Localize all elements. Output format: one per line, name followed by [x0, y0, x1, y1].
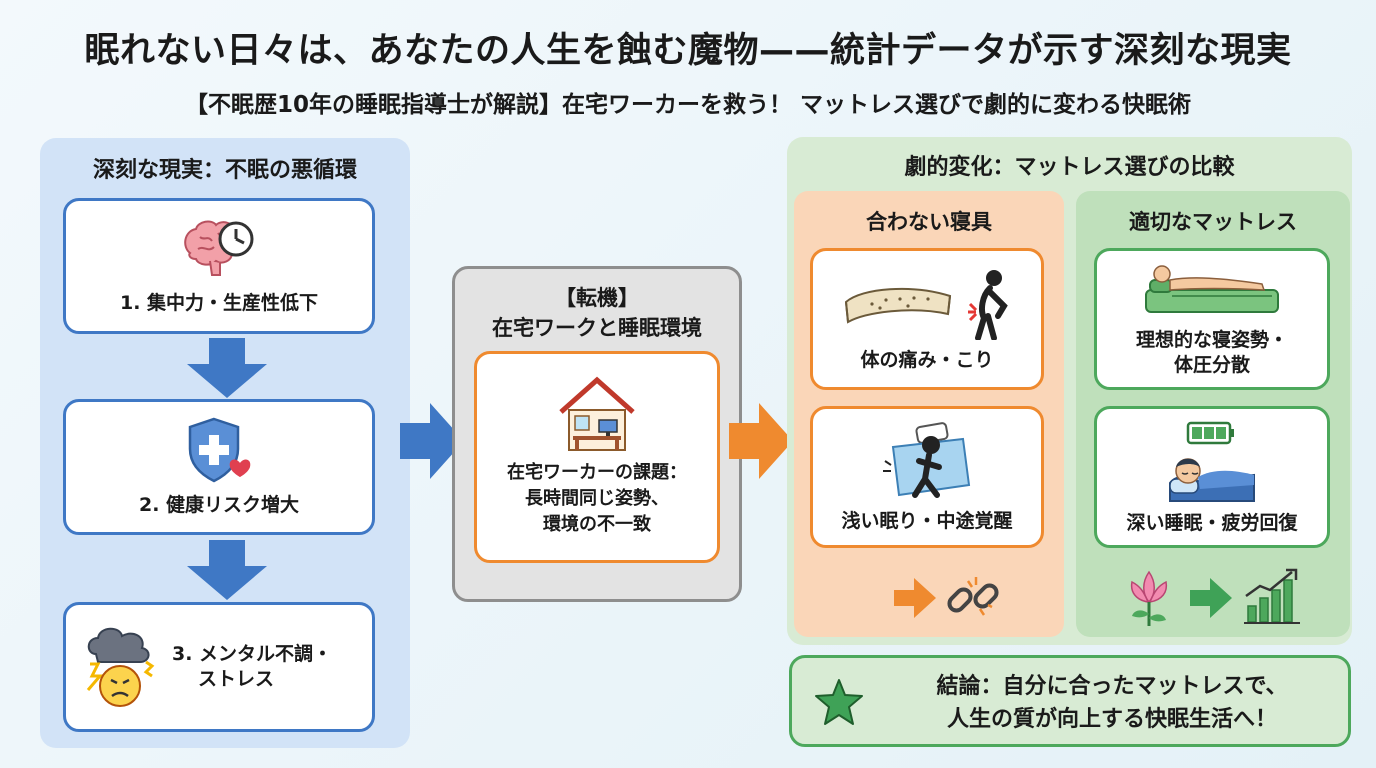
turning-point-title-line2: 在宅ワークと睡眠環境 — [492, 316, 702, 341]
good-item-1-label-line2: 体圧分散 — [1173, 354, 1250, 376]
unsuitable-bedding-title: 合わない寝具 — [866, 210, 992, 234]
good-item-1-label-line1: 理想的な寝姿勢・ — [1135, 329, 1288, 352]
arrow-right-icon — [1190, 578, 1232, 618]
restless-sleeper-icon — [879, 421, 975, 501]
good-item-1: 理想的な寝姿勢・ 体圧分散 — [1094, 248, 1330, 390]
person-on-mattress-icon — [1142, 260, 1282, 318]
step-3-label-line1: 3. メンタル不調・ — [172, 643, 333, 666]
down-arrow-icon — [185, 540, 269, 600]
remote-work-card: 在宅ワーカーの課題： 長時間同じ姿勢、 環境の不一致 — [474, 351, 720, 563]
bad-item-2-label: 浅い眠り・中途覚醒 — [841, 509, 1013, 532]
page-subtitle: 【不眠歴10年の睡眠指導士が解説】在宅ワーカーを救う！ マットレス選びで劇的に変… — [184, 92, 1191, 118]
page-title: 眠れない日々は、あなたの人生を蝕む魔物——統計データが示す深刻な現実 — [84, 31, 1292, 71]
house-desk-icon — [559, 376, 635, 454]
step-1-label: 1. 集中力・生産性低下 — [119, 291, 319, 314]
turning-point-title: 【転機】 在宅ワークと睡眠環境 — [455, 283, 739, 344]
step-2-label: 2. 健康リスク増大 — [138, 493, 300, 516]
vicious-cycle-title: 深刻な現実：不眠の悪循環 — [92, 158, 357, 183]
bad-item-1-label: 体の痛み・こり — [860, 348, 994, 371]
broken-chain-icon — [944, 569, 1002, 627]
shield-heart-icon — [184, 417, 254, 483]
suitable-mattress-title: 適切なマットレス — [1129, 210, 1297, 234]
good-item-1-label: 理想的な寝姿勢・ 体圧分散 — [1136, 328, 1288, 377]
remote-work-issues-line1: 在宅ワーカーの課題： — [507, 461, 687, 483]
bad-item-1: 体の痛み・こり — [810, 248, 1044, 390]
storm-cloud-face-icon — [82, 624, 158, 710]
arrow-right-icon — [400, 403, 464, 479]
remote-work-issues-line2: 長時間同じ姿勢、 — [525, 487, 669, 509]
battery-sleeper-icon — [1166, 419, 1258, 505]
brain-clock-icon — [180, 217, 258, 283]
step-card-2: 2. 健康リスク増大 — [63, 399, 375, 535]
arrow-right-icon — [729, 403, 793, 479]
remote-work-issues: 在宅ワーカーの課題： 長時間同じ姿勢、 環境の不一致 — [507, 460, 687, 538]
bad-item-2: 浅い眠り・中途覚醒 — [810, 406, 1044, 548]
step-card-3: 3. メンタル不調・ ストレス — [63, 602, 375, 732]
down-arrow-icon — [185, 338, 269, 398]
worn-mattress-back-pain-icon — [842, 266, 1012, 340]
conclusion-box: 結論：自分に合ったマットレスで、 人生の質が向上する快眠生活へ！ — [789, 655, 1351, 747]
lotus-icon — [1124, 568, 1174, 628]
step-3-label-line2: ストレス — [198, 668, 275, 690]
arrow-right-icon — [894, 578, 936, 618]
step-card-1: 1. 集中力・生産性低下 — [63, 198, 375, 334]
step-3-label: 3. メンタル不調・ ストレス — [172, 642, 332, 691]
conclusion-line1: 結論：自分に合ったマットレスで、 — [936, 674, 1288, 699]
star-icon — [814, 678, 864, 726]
growth-chart-icon — [1242, 566, 1302, 626]
comparison-title: 劇的変化：マットレス選びの比較 — [904, 155, 1235, 180]
good-item-2: 深い睡眠・疲労回復 — [1094, 406, 1330, 548]
conclusion-text: 結論：自分に合ったマットレスで、 人生の質が向上する快眠生活へ！ — [872, 670, 1352, 736]
good-item-2-label: 深い睡眠・疲労回復 — [1126, 511, 1298, 534]
remote-work-issues-line3: 環境の不一致 — [543, 514, 651, 536]
turning-point-title-line1: 【転機】 — [555, 286, 639, 310]
conclusion-line2: 人生の質が向上する快眠生活へ！ — [946, 707, 1277, 732]
